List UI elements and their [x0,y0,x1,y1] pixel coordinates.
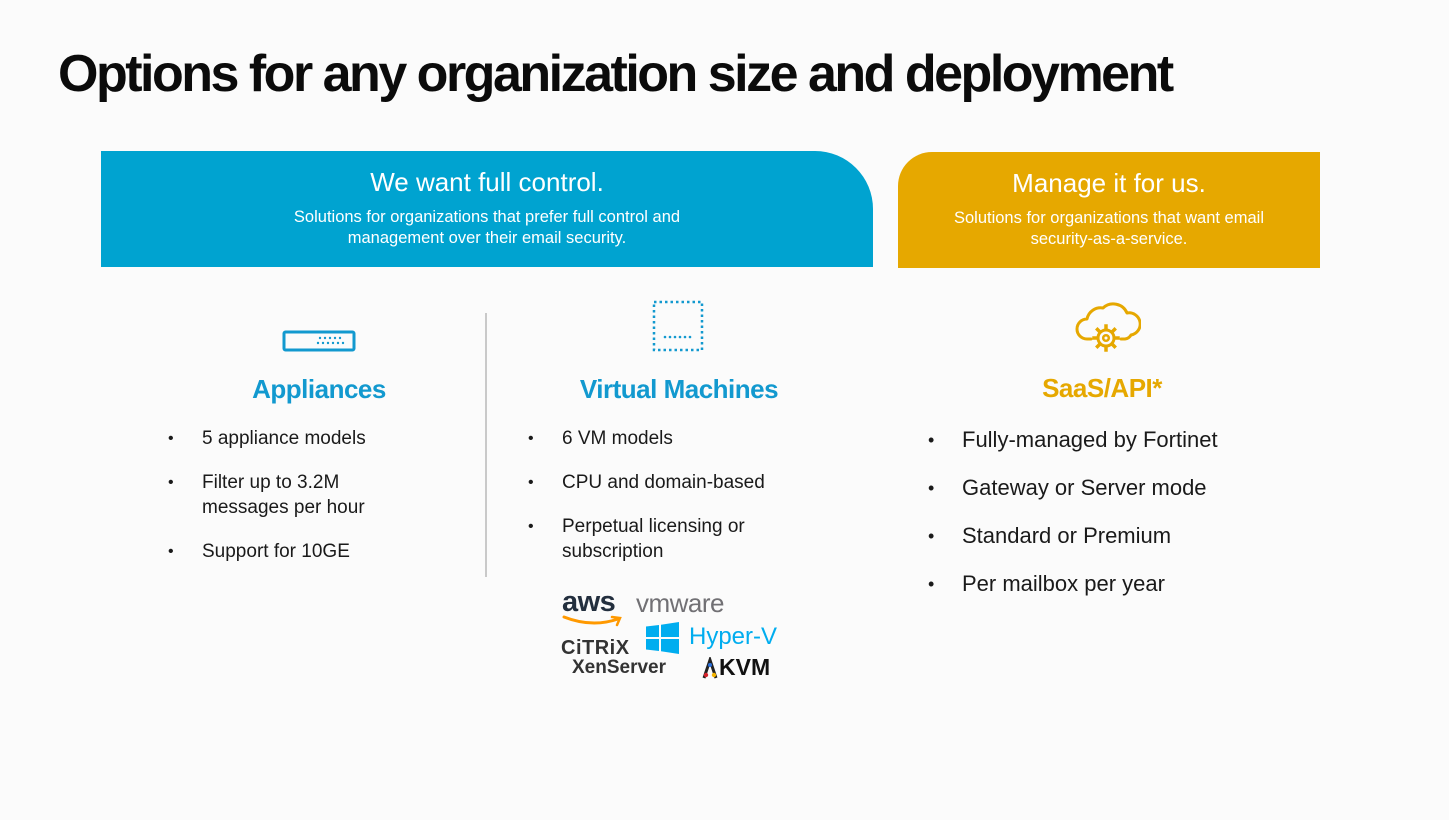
list-item: Perpetual licensing or subscription [528,514,777,564]
virtual-machine-icon [652,300,704,352]
full-control-subtitle: Solutions for organizations that prefer … [293,208,681,247]
vmware-logo: vmware [636,588,725,618]
hyperv-logo: Hyper-V [689,623,778,650]
kvm-penguin-icon [702,657,718,679]
managed-subtitle: Solutions for organizations that want em… [953,209,1264,248]
aws-logo-text: aws [562,586,616,618]
list-item: CPU and domain-based [528,470,828,495]
citrix-logo: CiTRiX [561,637,630,659]
virtual-machines-heading: Virtual Machines [579,374,779,404]
column-divider [485,313,487,577]
appliances-heading: Appliances [252,374,386,404]
kvm-logo: KVM [719,654,771,680]
list-item: Standard or Premium [928,522,1268,550]
list-item: Fully-managed by Fortinet [928,426,1268,454]
windows-icon [646,622,679,654]
full-control-title: We want full control. [370,167,604,197]
xenserver-logo: XenServer [572,657,667,678]
saas-list: Fully-managed by Fortinet Gateway or Ser… [928,426,1268,618]
aws-smile-icon [562,615,622,627]
appliance-rack-icon [282,330,356,352]
list-item: Gateway or Server mode [928,474,1268,502]
virtual-machines-list: 6 VM models CPU and domain-based Perpetu… [528,426,828,583]
list-item: 5 appliance models [168,426,468,451]
full-control-banner: We want full control. Solutions for orga… [101,151,873,267]
page-title: Options for any organization size and de… [58,45,1174,103]
cloud-gear-icon [1075,302,1141,352]
saas-heading: SaaS/API* [1042,373,1162,403]
managed-banner: Manage it for us. Solutions for organiza… [898,152,1320,268]
list-item: 6 VM models [528,426,828,451]
managed-title: Manage it for us. [1012,168,1206,198]
appliances-list: 5 appliance models Filter up to 3.2M mes… [168,426,468,583]
list-item: Support for 10GE [168,539,468,564]
aws-logo: aws [562,586,628,628]
list-item: Filter up to 3.2M messages per hour [168,470,392,520]
list-item: Per mailbox per year [928,570,1268,598]
